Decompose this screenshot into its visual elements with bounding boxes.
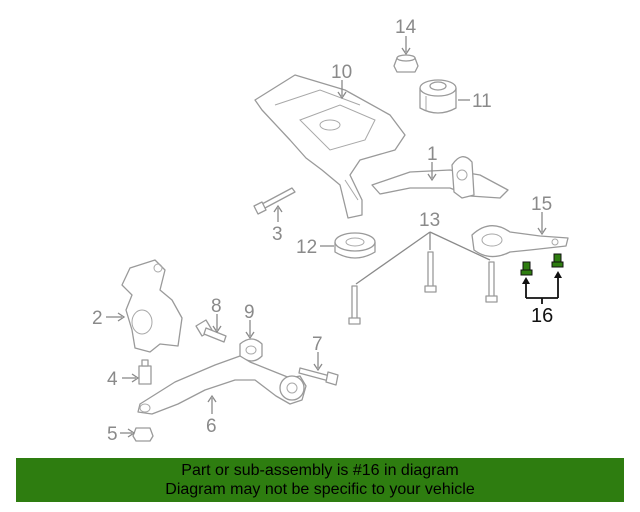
callout-1: 1	[427, 144, 438, 165]
callout-4: 4	[107, 369, 118, 390]
arrow-7	[313, 363, 323, 372]
banner-line-2: Diagram may not be specific to your vehi…	[165, 481, 475, 498]
parts-diagram: 1 2 3 4 5 6 7 8 9 10 11 12 13 14 15 16	[92, 17, 569, 445]
callout-13: 13	[419, 210, 440, 231]
callout-11: 11	[472, 91, 492, 112]
arrow-14	[401, 47, 411, 56]
banner-line-1: Part or sub-assembly is #16 in diagram	[181, 462, 459, 479]
callout-14: 14	[395, 17, 417, 38]
callout-9: 9	[244, 302, 255, 323]
arrow-5	[127, 428, 136, 438]
callout-12: 12	[296, 237, 317, 258]
info-banner: Part or sub-assembly is #16 in diagram D…	[16, 458, 624, 502]
arrow-6	[207, 394, 217, 403]
callout-3: 3	[272, 224, 283, 245]
arrow-15	[537, 227, 547, 236]
leader-13-a	[355, 231, 431, 285]
part-5-nut	[132, 427, 154, 442]
leader-16	[522, 271, 562, 304]
callout-8: 8	[211, 296, 222, 317]
callout-7: 7	[312, 334, 323, 355]
part-12-seat	[334, 232, 376, 259]
callout-10: 10	[331, 62, 352, 83]
part-1-mount-bracket	[371, 156, 509, 199]
arrow-9	[245, 331, 255, 340]
callout-2: 2	[92, 308, 103, 329]
part-13-bolts	[348, 251, 498, 325]
arrow-8	[212, 325, 222, 334]
part-10-subframe	[254, 74, 406, 219]
arrow-3	[273, 204, 283, 213]
arrow-2	[117, 312, 126, 322]
part-15-mount-plate	[471, 225, 569, 258]
arrow-10	[337, 91, 347, 100]
arrow-1	[427, 173, 437, 182]
part-7-bolt	[298, 367, 339, 386]
part-14-nut	[393, 54, 419, 73]
part-6-control-arm	[137, 355, 307, 415]
part-8-bolt	[195, 319, 227, 343]
part-11-bushing	[419, 79, 457, 114]
part-16-bolts	[520, 253, 564, 276]
arrow-4	[131, 373, 140, 383]
callout-5: 5	[107, 424, 118, 445]
leader-13-c	[429, 231, 491, 261]
callout-6: 6	[206, 416, 217, 437]
part-4-ball-joint	[138, 359, 152, 385]
callout-15: 15	[531, 194, 552, 215]
callout-16: 16	[531, 305, 553, 327]
part-3-bolt	[253, 187, 296, 215]
part-2-knuckle	[121, 259, 183, 353]
